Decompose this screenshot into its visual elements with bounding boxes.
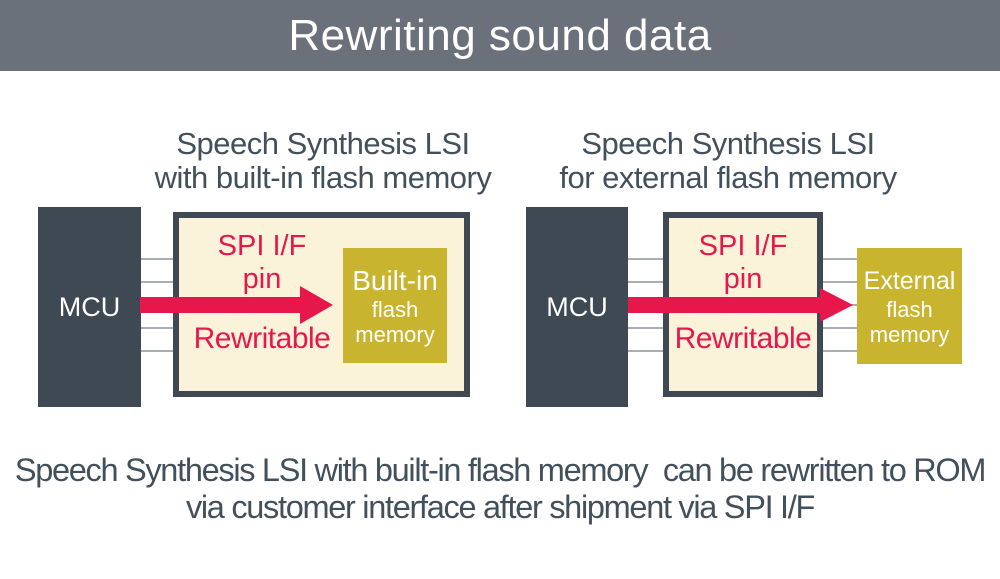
rewritable-label: Rewritable <box>674 322 812 355</box>
builtin-flash-box: Built-in flash memory <box>343 248 447 363</box>
connector-line <box>627 350 665 352</box>
flash-label-line1: External <box>863 266 956 295</box>
arrow-shaft <box>140 297 300 313</box>
connector-line <box>139 327 176 329</box>
rewritable-label: Rewritable <box>193 322 331 355</box>
external-flash-box: External flash memory <box>857 248 962 364</box>
arrow-head-icon <box>300 286 333 324</box>
connector-line <box>139 281 176 283</box>
diagram-title-right-line1: Speech Synthesis LSI <box>581 126 875 161</box>
mcu-box: MCU <box>526 207 628 407</box>
flash-label-line2: flash <box>886 296 933 322</box>
caption: Speech Synthesis LSI with built-in flash… <box>0 452 1000 526</box>
diagram-title-left: Speech Synthesis LSI with built-in flash… <box>75 127 571 195</box>
arrow-shaft <box>628 297 820 313</box>
flash-label-line1: Built-in <box>352 265 438 296</box>
diagram-title-left-line2: with built-in flash memory <box>154 160 492 195</box>
connector-line <box>139 258 176 260</box>
title-banner: Rewriting sound data <box>0 0 1000 71</box>
connector-line <box>820 281 857 283</box>
pin-line: pin <box>242 263 282 295</box>
caption-line2: via customer interface after shipment vi… <box>185 489 815 525</box>
connector-line <box>627 258 665 260</box>
flash-label-line3: memory <box>355 322 435 347</box>
flash-label-line3: memory <box>869 321 950 347</box>
spi-if-pin-label: SPI I/F pin <box>669 230 817 296</box>
spi-if-line: SPI I/F <box>698 230 788 262</box>
spi-if-pin-label: SPI I/F pin <box>179 230 345 296</box>
spi-if-line: SPI I/F <box>217 230 307 262</box>
connector-line <box>820 350 857 352</box>
diagram-title-right-line2: for external flash memory <box>559 160 897 195</box>
caption-line1: Speech Synthesis LSI with built-in flash… <box>14 452 987 488</box>
diagram-title-left-line1: Speech Synthesis LSI <box>176 126 470 161</box>
connector-line <box>820 258 857 260</box>
mcu-box: MCU <box>38 207 141 407</box>
mcu-label: MCU <box>58 291 121 322</box>
connector-line <box>627 281 665 283</box>
connector-line <box>820 327 857 329</box>
connector-line <box>139 350 176 352</box>
connector-line <box>627 327 665 329</box>
page-title: Rewriting sound data <box>288 10 712 60</box>
diagram-title-right: Speech Synthesis LSI for external flash … <box>480 127 976 195</box>
pin-line: pin <box>723 263 763 295</box>
flash-label-line2: flash <box>371 297 419 322</box>
arrow-head-icon <box>820 288 853 322</box>
mcu-label: MCU <box>546 291 608 322</box>
